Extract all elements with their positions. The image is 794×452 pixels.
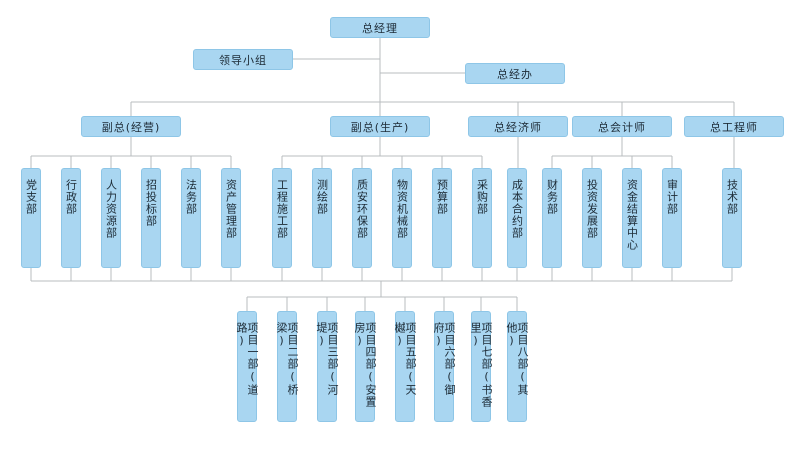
department-box: 物资机械部: [392, 168, 412, 268]
general-office-label: 总经办: [497, 67, 533, 81]
leading-group-label: 领导小组: [219, 53, 267, 67]
department-box: 技术部: [722, 168, 742, 268]
department-box: 测绘部: [312, 168, 332, 268]
chief-accountant-label: 总会计师: [598, 120, 646, 134]
department-box: 法务部: [181, 168, 201, 268]
project-box: 项目四部(安置房): [353, 311, 377, 422]
project-box: 项目七部(书香里): [469, 311, 493, 422]
department-box: 预算部: [432, 168, 452, 268]
project-label: 项目五部(天樾): [393, 322, 417, 396]
department-label: 审计部: [665, 179, 679, 215]
project-label: 项目八部(其他): [505, 322, 529, 396]
department-label: 招投标部: [144, 179, 158, 227]
department-label: 采购部: [475, 179, 489, 215]
department-label: 财务部: [545, 179, 559, 215]
deputy-prod-label: 副总(生产): [350, 120, 410, 134]
department-label: 资金结算中心: [625, 179, 639, 251]
department-box: 投资发展部: [582, 168, 602, 268]
project-label: 项目六部(御府): [432, 322, 456, 396]
department-label: 工程施工部: [275, 179, 289, 239]
project-box: 项目一部(道路): [235, 311, 259, 422]
project-label: 项目七部(书香里): [469, 322, 493, 408]
department-label: 技术部: [725, 179, 739, 215]
leading-group-box: 领导小组: [193, 49, 293, 70]
department-box: 招投标部: [141, 168, 161, 268]
project-box: 项目五部(天樾): [393, 311, 417, 422]
department-box: 工程施工部: [272, 168, 292, 268]
department-box: 党支部: [21, 168, 41, 268]
project-label: 项目一部(道路): [235, 322, 259, 396]
department-box: 采购部: [472, 168, 492, 268]
department-label: 人力资源部: [104, 179, 118, 239]
department-box: 成本合约部: [507, 168, 527, 268]
chief-accountant-box: 总会计师: [572, 116, 672, 137]
chief-economist-label: 总经济师: [494, 120, 542, 134]
department-label: 测绘部: [315, 179, 329, 215]
project-box: 项目六部(御府): [432, 311, 456, 422]
chief-economist-box: 总经济师: [468, 116, 568, 137]
project-box: 项目三部(河堤): [315, 311, 339, 422]
department-box: 行政部: [61, 168, 81, 268]
department-label: 党支部: [24, 179, 38, 215]
department-label: 资产管理部: [224, 179, 238, 239]
department-label: 物资机械部: [395, 179, 409, 239]
general-office-box: 总经办: [465, 63, 565, 84]
department-box: 质安环保部: [352, 168, 372, 268]
project-label: 项目三部(河堤): [315, 322, 339, 396]
department-label: 法务部: [184, 179, 198, 215]
department-box: 资金结算中心: [622, 168, 642, 268]
deputy-prod-box: 副总(生产): [330, 116, 430, 137]
project-box: 项目八部(其他): [505, 311, 529, 422]
department-label: 行政部: [64, 179, 78, 215]
deputy-ops-box: 副总(经营): [81, 116, 181, 137]
project-label: 项目四部(安置房): [353, 322, 377, 408]
general-manager-label: 总经理: [362, 21, 398, 35]
department-box: 人力资源部: [101, 168, 121, 268]
department-label: 投资发展部: [585, 179, 599, 239]
project-box: 项目二部(桥梁): [275, 311, 299, 422]
department-label: 预算部: [435, 179, 449, 215]
department-label: 成本合约部: [510, 179, 524, 239]
chief-engineer-label: 总工程师: [710, 120, 758, 134]
chief-engineer-box: 总工程师: [684, 116, 784, 137]
department-box: 审计部: [662, 168, 682, 268]
department-label: 质安环保部: [355, 179, 369, 239]
deputy-ops-label: 副总(经营): [101, 120, 161, 134]
department-box: 资产管理部: [221, 168, 241, 268]
general-manager-box: 总经理: [330, 17, 430, 38]
project-label: 项目二部(桥梁): [275, 322, 299, 396]
department-box: 财务部: [542, 168, 562, 268]
